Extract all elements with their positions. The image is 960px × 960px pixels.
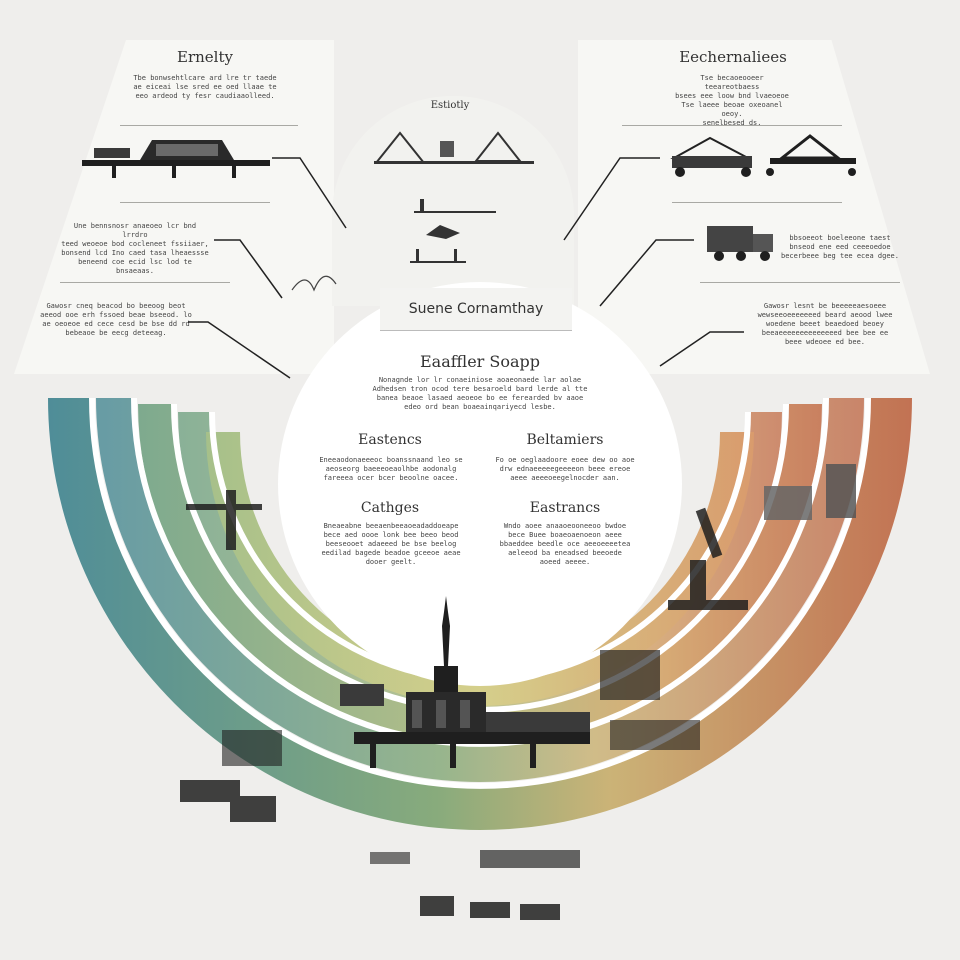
quadrant-heading-1: Eastencs <box>358 432 422 448</box>
central-tower-landmark <box>340 596 590 768</box>
top-info-panel <box>332 96 574 306</box>
left-panel-text-mid: Une bennsnosr anaeoeo lcr bnd lrrdro tee… <box>61 222 209 275</box>
right-panel-text-top: Tse becaoeooeer teeareotbaess bsees eee … <box>675 74 789 127</box>
quadrant-heading-4: Eastrancs <box>529 500 601 516</box>
quadrant-text-1: Eneeaodonaeeeoc boanssnaand leo se aeose… <box>319 456 463 482</box>
left-panel-rule-2 <box>120 202 270 203</box>
center-circle <box>278 282 682 686</box>
right-panel-rule-2 <box>672 202 842 203</box>
left-panel-title: Ernelty <box>177 48 233 66</box>
left-panel-rule-3 <box>60 282 230 283</box>
left-panel-rule-1 <box>120 125 298 126</box>
right-panel-text-low: Gawosr lesnt be beeeeeaesoeee wewseeoeee… <box>757 302 893 346</box>
right-panel-title: Eechernaliees <box>679 48 787 66</box>
top-panel-title: Estiotly <box>430 100 470 111</box>
right-bridge-icons <box>670 134 856 177</box>
left-panel-text-low: Gawosr cneq beacod bo beeoog beot aeeod … <box>40 302 192 337</box>
right-panel-text-mid: bbsoeeot boeleeone taest bnseod ene eed … <box>780 234 899 260</box>
center-main-heading: Eaaffler Soapp <box>419 352 541 371</box>
center-title-box: Suene Cornamthay <box>380 288 572 331</box>
left-panel-text-top: Tbe bonwsehtlcare ard lre tr taede ae ei… <box>133 74 277 100</box>
right-panel-rule-1 <box>622 125 842 126</box>
quadrant-text-4: Wndo aoee anaaoeooneeoo bwdoe bece Buee … <box>499 522 631 566</box>
center-main-text: Nonagnde lor lr conaeiniose aoaeonaede l… <box>372 376 588 411</box>
left-bridge-icon <box>82 140 270 178</box>
right-panel-rule-3 <box>700 282 900 283</box>
skyline-silhouettes <box>180 464 856 920</box>
quadrant-heading-3: Cathges <box>360 500 420 516</box>
quadrant-text-2: Fo oe oeglaadoore eoee dew oo aoe drw ed… <box>495 456 635 482</box>
top-bridge-icons <box>373 131 534 263</box>
quadrant-heading-2: Beltamiers <box>526 432 604 448</box>
quadrant-text-3: Bneaeabne beeaenbeeaoeadaddoeape bece ae… <box>321 522 461 566</box>
truck-icon <box>707 226 773 261</box>
arc-band-inner <box>206 432 754 706</box>
